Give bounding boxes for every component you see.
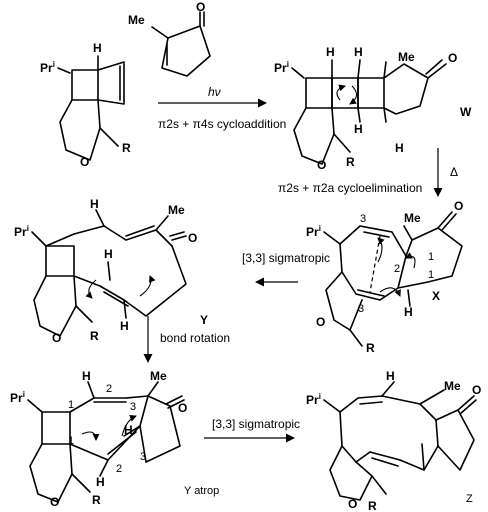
svg-text:H: H <box>124 423 133 437</box>
svg-text:Pri: Pri <box>306 392 321 407</box>
svg-text:Me: Me <box>444 379 461 393</box>
sm-r: R <box>122 141 131 155</box>
svg-text:O: O <box>188 231 197 245</box>
svg-text:R: R <box>346 155 355 169</box>
svg-text:1: 1 <box>68 399 74 411</box>
svg-text:O: O <box>454 199 463 213</box>
arrow-step5: [3,3] sigmatropic <box>204 417 300 443</box>
compound-x: Pri 3 3 Me O 2 1 1 H R O X <box>306 199 463 355</box>
compound-z: Pri H Me O R O Z <box>306 369 481 512</box>
compound-y-atrop: Pri H Me O H H 1 1 2 2 3 3 R O Y atrop <box>10 369 219 509</box>
svg-text:Pri: Pri <box>10 390 25 405</box>
svg-text:H: H <box>395 141 404 155</box>
reagent-oxygen: O <box>196 0 205 14</box>
svg-text:O: O <box>348 497 357 511</box>
svg-text:O: O <box>472 383 481 397</box>
compound-w: Pri O Me H H H H R O W <box>274 45 472 172</box>
step3-condition: [3,3] sigmatropic <box>242 251 330 265</box>
arrow-step4: bond rotation <box>143 316 230 363</box>
reagent-methyl: Me <box>128 13 145 27</box>
sm-h-top: H <box>93 41 102 55</box>
svg-text:Me: Me <box>168 203 185 217</box>
svg-text:O: O <box>317 158 326 172</box>
arrow-step2: Δ π2s + π2a cycloelimination <box>278 148 458 197</box>
svg-text:R: R <box>92 493 101 507</box>
sm-oxygen: O <box>80 155 89 169</box>
svg-text:R: R <box>366 341 375 355</box>
svg-text:O: O <box>52 331 61 345</box>
svg-text:3: 3 <box>130 401 136 413</box>
svg-text:1: 1 <box>428 251 434 263</box>
arrow-step1: hν π2s + π4s cycloaddition <box>158 85 286 131</box>
svg-text:Pri: Pri <box>306 224 321 239</box>
svg-text:2: 2 <box>116 463 122 475</box>
delta-label: Δ <box>450 165 458 179</box>
hv-label: hν <box>208 85 221 99</box>
svg-text:H: H <box>104 247 113 261</box>
svg-text:H: H <box>386 369 395 383</box>
svg-text:Me: Me <box>150 369 167 383</box>
svg-text:H: H <box>82 369 91 383</box>
label-w: W <box>460 105 472 119</box>
svg-text:Me: Me <box>404 211 421 225</box>
svg-text:Pri: Pri <box>14 224 29 239</box>
label-z: Z <box>466 493 473 505</box>
svg-text:H: H <box>120 319 129 333</box>
svg-text:H: H <box>354 122 363 136</box>
svg-text:3: 3 <box>358 303 364 315</box>
label-y-atrop: Y atrop <box>184 485 219 497</box>
svg-text:O: O <box>50 495 59 509</box>
step1-condition: π2s + π4s cycloaddition <box>158 117 286 131</box>
svg-text:O: O <box>448 51 457 65</box>
svg-text:1: 1 <box>68 435 74 447</box>
svg-text:3: 3 <box>360 213 366 225</box>
svg-text:3: 3 <box>140 451 146 463</box>
svg-text:H: H <box>404 305 413 319</box>
step5-condition: [3,3] sigmatropic <box>212 417 300 431</box>
svg-text:2: 2 <box>394 263 400 275</box>
reagent-methylcyclopentenone: O Me <box>128 0 211 77</box>
compound-y: Pri H Me O H H R O Y <box>14 197 208 345</box>
starting-material: Pri H R O <box>40 41 131 169</box>
svg-text:1: 1 <box>428 269 434 281</box>
svg-text:R: R <box>90 329 99 343</box>
step2-condition: π2s + π2a cycloelimination <box>278 181 422 195</box>
svg-text:H: H <box>96 475 105 489</box>
svg-text:O: O <box>178 401 187 415</box>
svg-text:R: R <box>368 499 377 512</box>
svg-text:H: H <box>354 45 363 59</box>
arrow-step3: [3,3] sigmatropic <box>242 251 330 287</box>
svg-text:2: 2 <box>106 383 112 395</box>
svg-text:H: H <box>326 45 335 59</box>
svg-text:H: H <box>90 197 99 211</box>
step4-condition: bond rotation <box>160 331 230 345</box>
svg-text:Pri: Pri <box>274 60 289 75</box>
svg-text:Me: Me <box>398 50 415 64</box>
svg-text:O: O <box>316 315 325 329</box>
sm-isopropyl: Pri <box>40 60 55 75</box>
label-y: Y <box>200 313 208 327</box>
label-x: X <box>432 289 440 303</box>
